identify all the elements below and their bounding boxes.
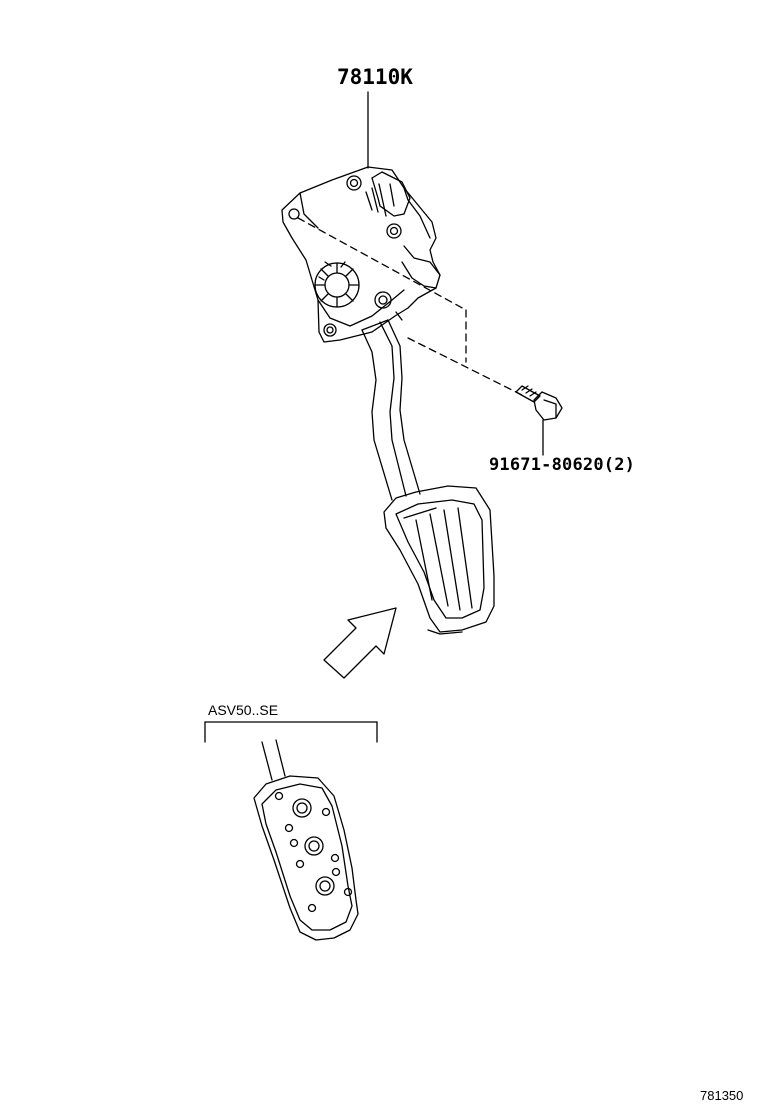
pedal-rotor-hub [314,261,360,308]
variant-label: ASV50..SE [208,702,279,718]
pedal-pad [383,485,495,635]
bolt-icon [515,385,563,421]
pedal-arm [361,311,421,501]
pedal-bracket [281,166,441,343]
part-number-bolt: 91671-80620(2) [489,455,636,475]
figure-number: 781350 [700,1088,744,1103]
variant-bracket [204,721,378,743]
sensor-connector [365,171,411,217]
hidden-bolt-lines [297,217,525,397]
view-arrow-icon [323,607,397,679]
part-number-pedal-assembly: 78110K [337,65,413,89]
alt-pedal [253,739,359,941]
